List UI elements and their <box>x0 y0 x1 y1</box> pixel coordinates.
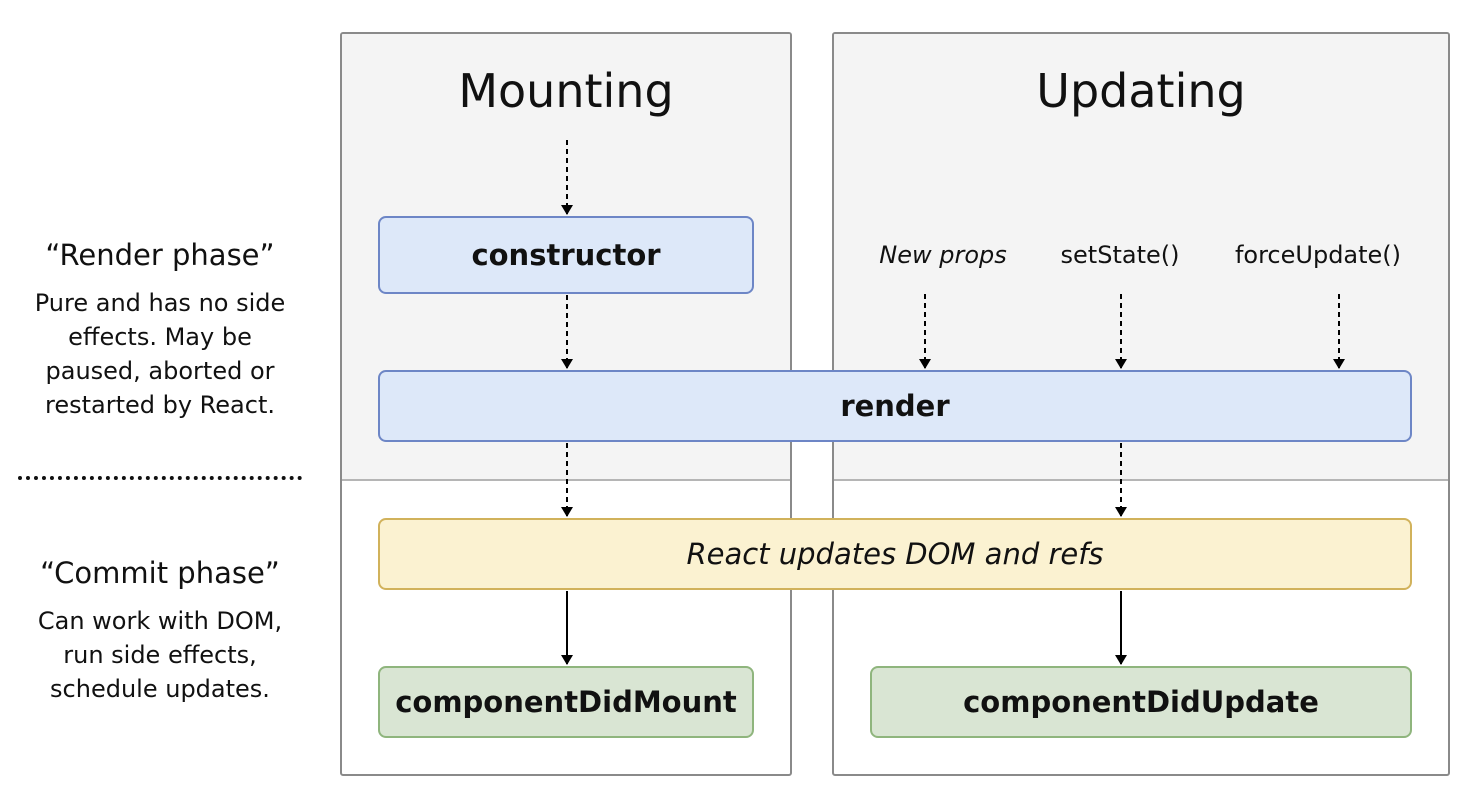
render-phase-heading: “Render phase” <box>45 238 275 272</box>
component-did-mount-box: componentDidMount <box>378 666 754 738</box>
commit-phase-description: Can work with DOM, run side effects, sch… <box>37 607 283 703</box>
dom-update-box: React updates DOM and refs <box>378 518 1412 590</box>
commit-phase-heading: “Commit phase” <box>40 556 280 590</box>
render-phase-description: Pure and has no side effects. May be pau… <box>34 289 286 419</box>
trigger-new-props: New props <box>879 241 1007 269</box>
updating-title: Updating <box>1036 64 1246 118</box>
trigger-force-update: forceUpdate() <box>1234 241 1402 269</box>
constructor-box: constructor <box>378 216 754 294</box>
render-box: render <box>378 370 1412 442</box>
component-did-update-box: componentDidUpdate <box>870 666 1412 738</box>
mounting-title: Mounting <box>458 64 674 118</box>
trigger-set-state: setState() <box>1060 241 1180 269</box>
phase-divider <box>18 476 302 480</box>
